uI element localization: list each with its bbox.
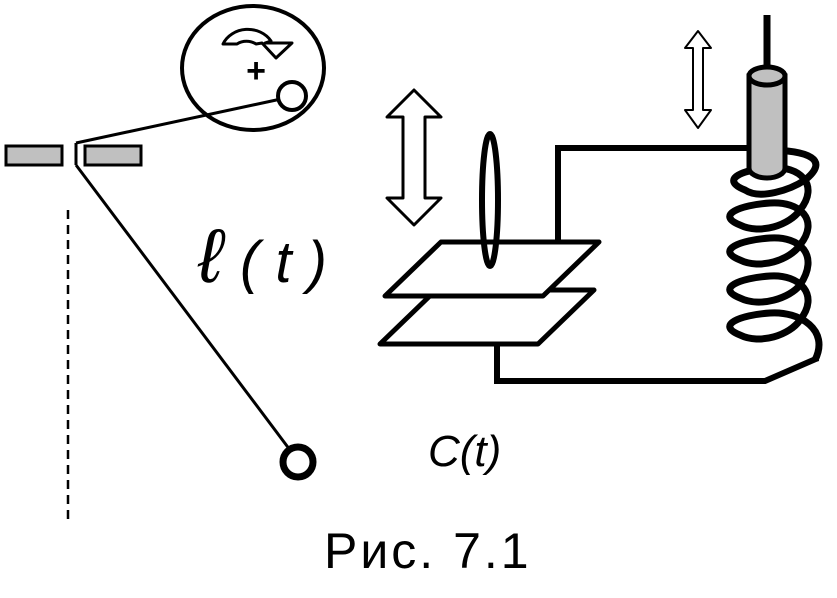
length-symbol: ℓ (197, 214, 226, 299)
winder-drum (180, 4, 326, 132)
inductor-coil (726, 146, 823, 362)
length-argument: ( t ) (240, 230, 327, 295)
bottom-wire (494, 343, 820, 384)
capacitor-plate-bottom (377, 287, 597, 347)
capacitor-plate-top (382, 239, 602, 299)
capacitance-label: C(t) (428, 427, 501, 476)
winder-pulley (276, 80, 308, 112)
plus-sign: + (246, 52, 266, 90)
figure-caption: Рис. 7.1 (324, 523, 532, 579)
rotation-arrow-icon (221, 27, 294, 60)
pendulum-rod (74, 164, 292, 451)
plate-movement-arrow-icon (385, 88, 443, 227)
ferrite-core (746, 73, 788, 181)
plate-handle (479, 131, 501, 269)
pendulum-bob (279, 443, 317, 481)
string-to-winder (75, 97, 282, 145)
suspension-bar-right (83, 144, 143, 167)
top-wire (555, 145, 765, 260)
core-movement-arrow-icon (684, 30, 712, 129)
suspension-bar-left (4, 144, 64, 167)
ferrite-core-top (746, 64, 788, 88)
